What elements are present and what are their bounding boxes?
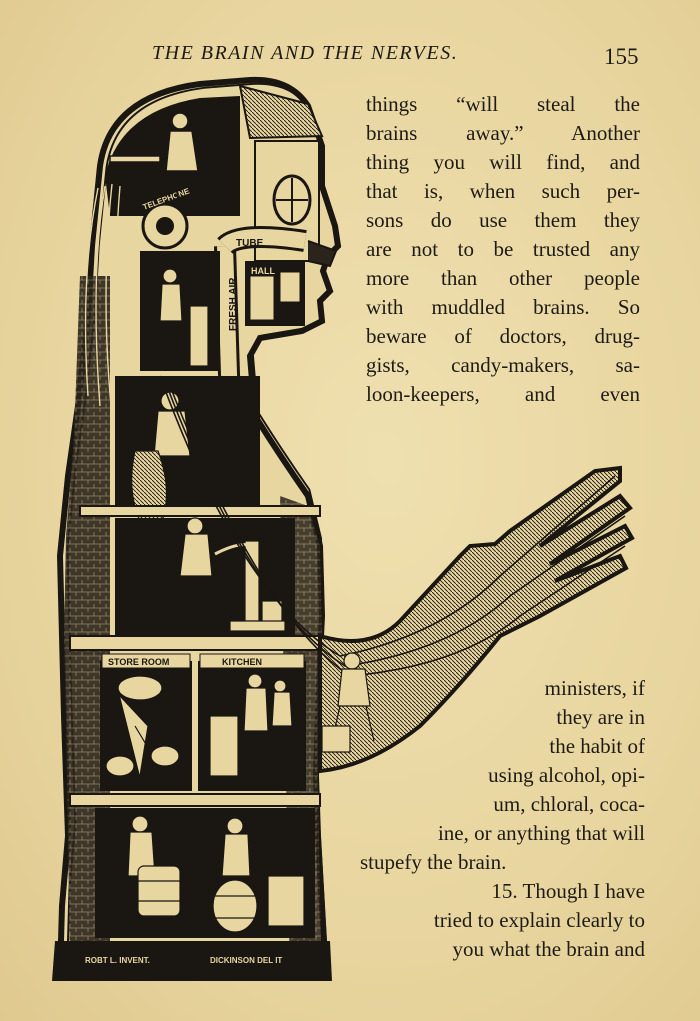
text-line: um, chloral, coca-: [493, 792, 645, 816]
text-line: thing you will find, and: [366, 150, 640, 174]
base-plaque: [52, 941, 332, 981]
text-line: more than other people: [366, 266, 640, 290]
churn-barrel: [137, 865, 181, 917]
running-head: THE BRAIN AND THE NERVES.: [152, 42, 459, 64]
text-line: 15. Though I have: [491, 879, 645, 903]
text-line: the habit of: [549, 734, 645, 758]
text-line: things “will steal the: [366, 92, 640, 116]
text-line: stupefy the brain.: [360, 850, 507, 874]
barrel: [212, 879, 258, 933]
credit-left: ROBT L. INVENT.: [85, 956, 150, 965]
arm: [318, 465, 635, 774]
text-line: that is, when such per-: [366, 179, 640, 203]
roof: [238, 84, 324, 140]
store-room-label: STORE ROOM: [108, 657, 169, 667]
text-line: tried to explain clearly to: [433, 908, 645, 932]
text-line: you what the brain and: [452, 937, 645, 961]
brain-house-illustration: HALL FRESH AIR TUBE TELEPHONE: [52, 76, 635, 981]
attic-worker-figure: [109, 112, 199, 202]
nose-tube: [307, 240, 338, 268]
fresh-air-label: FRESH AIR: [228, 277, 239, 331]
body-text-bottom: ministers, if they are in the habit of u…: [360, 674, 645, 974]
page-header: THE BRAIN AND THE NERVES. 155: [0, 40, 700, 74]
text-line: ministers, if: [544, 676, 645, 700]
text-line: using alcohol, opi-: [488, 763, 645, 787]
text-line: beware of doctors, drug-: [366, 324, 640, 348]
hall-label: HALL: [251, 266, 275, 276]
arm-worker-figure: [321, 652, 375, 753]
page-number: 155: [604, 44, 639, 69]
text-line: ine, or anything that will: [437, 821, 645, 845]
text-line: loon-keepers, and even: [366, 382, 640, 406]
text-line: they are in: [556, 705, 645, 729]
text-line: are not to be trusted any: [366, 237, 640, 261]
text-line: with muddled brains. So: [366, 295, 640, 319]
kitchen-label: KITCHEN: [222, 657, 262, 667]
text-line: gists, candy-makers, sa-: [366, 353, 640, 377]
text-line: brains away.” Another: [366, 121, 640, 145]
credit-right: DICKINSON DEL IT: [210, 956, 282, 965]
body-text-top: things “will steal the brains away.” Ano…: [366, 90, 640, 409]
text-line: sons do use them they: [366, 208, 640, 232]
tube-label: TUBE: [236, 238, 264, 249]
